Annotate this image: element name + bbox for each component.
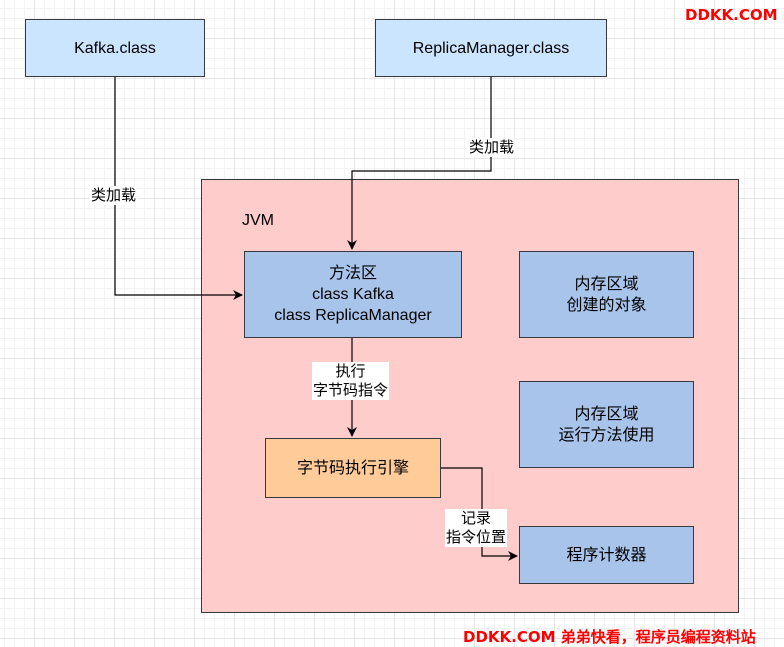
kafka-class-node[interactable]: Kafka.class: [25, 19, 205, 77]
kafka-class-label: Kafka.class: [74, 39, 156, 57]
method-area-node[interactable]: 方法区 class Kafka class ReplicaManager: [244, 251, 462, 338]
jvm-label: JVM: [242, 212, 274, 229]
edge-label-load-left: 类加载: [90, 186, 138, 205]
method-area-label: 方法区 class Kafka class ReplicaManager: [274, 265, 432, 324]
watermark-bottom: DDKK.COM 弟弟快看，程序员编程资料站: [463, 628, 756, 646]
replica-manager-class-node[interactable]: ReplicaManager.class: [375, 19, 607, 77]
replica-manager-class-label: ReplicaManager.class: [412, 39, 570, 57]
memory-methods-label: 内存区域 运行方法使用: [558, 405, 655, 444]
memory-objects-label: 内存区域 创建的对象: [566, 275, 647, 314]
edge-label-record: 记录 指令位置: [445, 509, 508, 547]
watermark-top: DDKK.COM: [685, 6, 778, 24]
program-counter-node[interactable]: 程序计数器: [519, 526, 694, 584]
bytecode-engine-label: 字节码执行引擎: [296, 459, 409, 477]
memory-methods-node[interactable]: 内存区域 运行方法使用: [519, 381, 694, 468]
bytecode-engine-node[interactable]: 字节码执行引擎: [265, 438, 441, 498]
program-counter-label: 程序计数器: [566, 546, 647, 564]
edge-label-execute: 执行 字节码指令: [312, 362, 390, 400]
memory-objects-node[interactable]: 内存区域 创建的对象: [519, 251, 694, 338]
edge-label-load-right: 类加载: [468, 138, 516, 157]
